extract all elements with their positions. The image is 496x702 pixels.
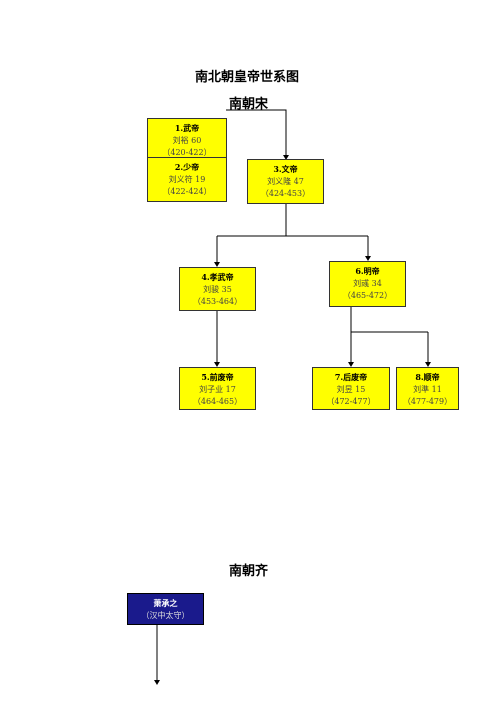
emperor-reign-years: （464-465）	[192, 397, 243, 406]
emperor-title: 5.前废帝	[201, 372, 234, 382]
arrowhead	[348, 362, 354, 367]
emperor-name-age: 刘裕 60	[172, 135, 202, 145]
emperor-reign-years: （420-422）	[162, 148, 212, 157]
ancestor-name: 萧承之	[153, 598, 178, 608]
emperor-reign-years: （477-479）	[402, 397, 453, 406]
emperor-name-age: 刘昱 15	[336, 384, 366, 394]
section-title-song: 南朝宋	[229, 97, 269, 112]
emperor-box-7: 7.后废帝 刘昱 15 （472-477）	[312, 367, 390, 410]
emperor-title: 4.孝武帝	[201, 272, 234, 282]
page-title: 南北朝皇帝世系图	[195, 70, 300, 85]
emperor-title: 6.明帝	[355, 266, 380, 276]
emperor-title: 3.文帝	[273, 164, 298, 174]
emperor-box-6: 6.明帝 刘彧 34 （465-472）	[329, 261, 406, 307]
arrowhead	[425, 362, 431, 367]
emperor-box-2: 2.少帝 刘义符 19 （422-424）	[147, 157, 227, 202]
emperor-name-age: 刘义隆 47	[267, 176, 304, 186]
emperor-title: 1.武帝	[174, 123, 200, 133]
emperor-box-5: 5.前废帝 刘子业 17 （464-465）	[179, 367, 256, 410]
emperor-name-age: 刘义符 19	[168, 174, 206, 184]
arrowhead	[365, 256, 371, 261]
emperor-box-3: 3.文帝 刘义隆 47 （424-453）	[247, 159, 324, 204]
arrowhead	[214, 262, 220, 267]
emperor-reign-years: （465-472）	[342, 291, 393, 300]
emperor-reign-years: （422-424）	[162, 187, 212, 196]
emperor-title: 2.少帝	[174, 162, 200, 172]
emperor-reign-years: （472-477）	[326, 397, 376, 406]
emperor-box-8: 8.顺帝 刘準 11 （477-479）	[396, 367, 459, 410]
connector-1-3	[226, 109, 287, 159]
ancestor-box-qi: 萧承之 （汉中太守）	[127, 593, 204, 625]
arrowhead	[214, 362, 220, 367]
arrowhead	[154, 680, 160, 685]
ancestor-office: （汉中太守）	[141, 610, 190, 620]
emperor-name-age: 刘子业 17	[199, 384, 236, 394]
section-title-qi: 南朝齐	[229, 564, 269, 579]
emperor-box-1: 1.武帝 刘裕 60 （420-422）	[147, 118, 227, 158]
emperor-box-4: 4.孝武帝 刘骏 35 （453-464）	[179, 267, 256, 311]
emperor-title: 8.顺帝	[415, 372, 440, 382]
emperor-reign-years: （424-453）	[260, 189, 311, 198]
emperor-name-age: 刘準 11	[413, 384, 442, 394]
emperor-name-age: 刘骏 35	[203, 284, 232, 294]
emperor-name-age: 刘彧 34	[353, 278, 382, 288]
emperor-title: 7.后废帝	[334, 372, 368, 382]
arrowhead	[283, 155, 289, 160]
emperor-reign-years: （453-464）	[192, 297, 243, 306]
